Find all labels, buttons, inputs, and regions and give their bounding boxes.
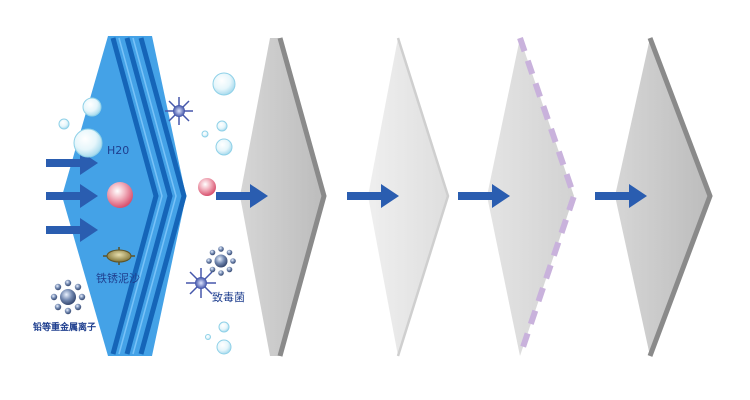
arrow-right-icon (458, 184, 510, 208)
rust-particle-icon (103, 247, 135, 265)
filter-stage-1-stripe (132, 37, 177, 355)
filter-stage-2 (240, 37, 327, 357)
pink-particle-icon (198, 178, 216, 196)
label-bacteria: 致毒菌 (212, 290, 245, 304)
water-bubble-icon (218, 321, 230, 333)
water-bubble-icon (215, 138, 233, 156)
water-bubble-icon (212, 72, 236, 96)
filter-stage-5-edge (647, 37, 713, 357)
bacteria-star-icon (186, 268, 216, 298)
water-bubble-icon (73, 128, 103, 158)
bacteria-star-icon (165, 97, 193, 125)
filter-stage-4-body (487, 38, 574, 356)
filter-stage-1-stripe (110, 37, 159, 355)
label-water: H20 (107, 144, 129, 157)
filter-stage-3 (368, 37, 450, 357)
arrow-right-icon (46, 184, 98, 208)
filter-stage-3-edge (396, 37, 450, 357)
filter-stage-4 (487, 37, 578, 357)
filter-stage-1-stripe (138, 37, 187, 355)
arrow-right-icon (216, 184, 268, 208)
flow-arrows (46, 151, 647, 242)
filter-stage-1-stripe (118, 37, 163, 355)
label-rust-sand: 铁锈泥沙 (96, 272, 140, 285)
water-bubble-icon (216, 339, 232, 355)
arrow-right-icon (347, 184, 399, 208)
heavy-metal-cluster-icon (206, 246, 236, 276)
water-bubble-icon (82, 97, 102, 117)
arrow-right-icon (595, 184, 647, 208)
arrow-right-icon (46, 218, 98, 242)
filter-stage-3-body (368, 38, 448, 356)
label-heavy-metal: 铅等重金属离子 (33, 321, 96, 333)
pink-particle-icon (107, 182, 133, 208)
water-bubble-icon (201, 130, 209, 138)
water-bubble-icon (216, 120, 228, 132)
water-bubble-icon (205, 334, 211, 340)
water-bubbles (58, 72, 236, 355)
filter-stage-1-stripe (124, 37, 173, 355)
filter-stage-2-edge (277, 37, 327, 357)
filter-stage-5 (615, 37, 713, 357)
filter-stage-4-dashed-edge (517, 37, 578, 357)
filter-stage-2-body (240, 38, 324, 356)
heavy-metal-cluster-icon (50, 279, 86, 315)
filter-stage-5-body (615, 38, 710, 356)
water-bubble-icon (58, 118, 70, 130)
